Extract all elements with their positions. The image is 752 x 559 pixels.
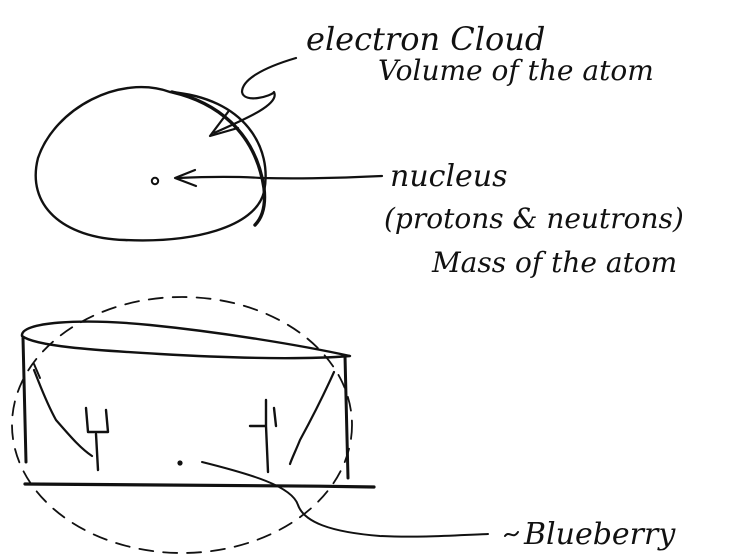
- left-stands-tick: [33, 363, 41, 379]
- electron-cloud-circle: [34, 86, 267, 242]
- electron-cloud-arrow: [212, 56, 298, 135]
- blueberry-dot: [177, 460, 183, 466]
- right-stands-curve: [288, 370, 336, 466]
- blueberry-pointer: [201, 461, 489, 538]
- protons-neutrons-label: (protons & neutrons): [384, 202, 684, 235]
- right-goalpost: [248, 398, 278, 474]
- electron-cloud-edge: [170, 90, 267, 227]
- nucleus-arrowhead: [173, 168, 198, 188]
- nucleus-label: nucleus: [390, 159, 508, 194]
- electron-cloud-arrowhead: [208, 110, 240, 138]
- dashed-cloud-ellipse: [11, 296, 353, 554]
- left-stands-curve: [32, 368, 94, 458]
- stadium-right-wall: [343, 354, 350, 480]
- stadium-diagram: [11, 296, 489, 554]
- mass-label: Mass of the atom: [431, 246, 677, 279]
- nucleus-dot: [150, 176, 160, 186]
- stadium-ground: [23, 482, 376, 489]
- nucleus-arrow: [176, 174, 384, 180]
- electron-cloud-label: electron Cloud: [306, 20, 545, 58]
- stadium-roof: [20, 320, 352, 360]
- volume-label: Volume of the atom: [378, 54, 654, 87]
- atom-diagram: [34, 56, 384, 242]
- blueberry-label: Blueberry: [523, 517, 676, 552]
- stadium-left-wall: [21, 336, 28, 464]
- blueberry-label-tilde: [504, 531, 519, 537]
- left-goalpost: [84, 406, 110, 472]
